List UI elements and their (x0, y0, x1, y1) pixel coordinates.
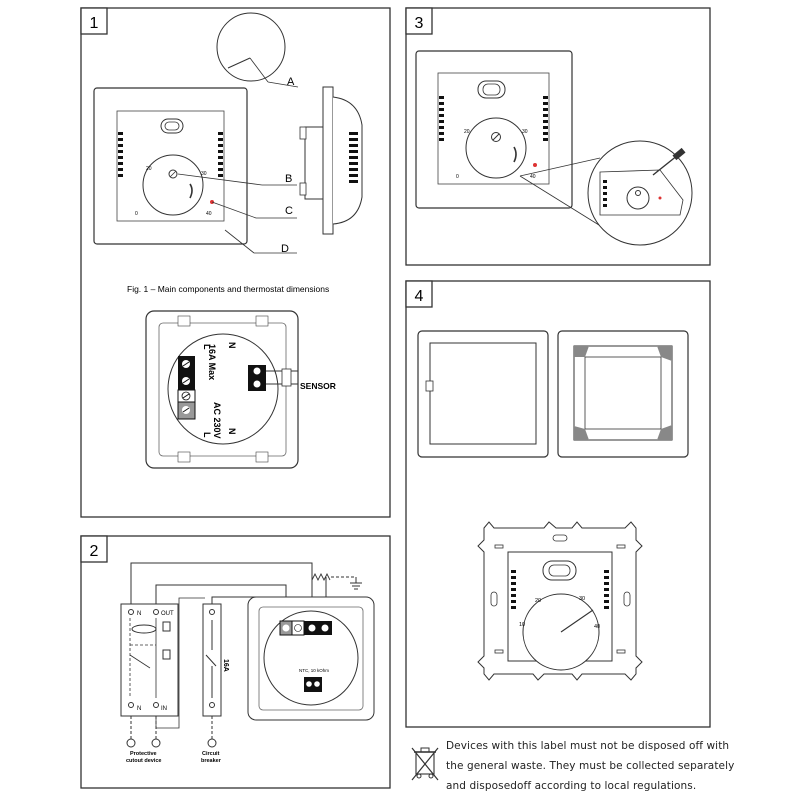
wiring-diagram: N 16A Max L AC 230V N L SENSOR (145, 310, 336, 469)
breaker-rating: 16A (222, 659, 229, 672)
wiring-label-n-top: N (227, 342, 237, 349)
p4-dial-10: 10 (519, 622, 525, 628)
thermostat-back-wiring: NTC, 10 kOhm (247, 596, 375, 721)
panel-2-number: 2 (90, 543, 99, 560)
callout-a: A (287, 76, 295, 88)
protective-label: Protective (130, 751, 157, 757)
panel-4-number: 4 (415, 288, 424, 305)
wiring-label-ac: AC 230V (212, 402, 222, 439)
temperature-dial (142, 154, 204, 216)
wiring-label-max: 16A Max (207, 344, 217, 380)
screwdriver-icon (652, 154, 679, 176)
wiring-label-n-bottom: N (227, 428, 237, 435)
disposal-note-line-1: Devices with this label must not be disp… (446, 740, 730, 752)
panel-1: 1 A 20 30 0 40 B C D (80, 7, 391, 518)
panel-3: 3 20 30 0 40 (405, 7, 711, 266)
cutout-n-top: N (137, 611, 141, 617)
p4-dial-30: 30 (579, 596, 585, 602)
protective-cutout-device: N OUT N IN Protective cutout device (120, 603, 179, 764)
thermostat-side-view (299, 86, 363, 235)
cutout-label: cutout device (126, 758, 161, 764)
breaker-label: breaker (201, 758, 222, 764)
cutout-n-bottom: N (137, 706, 141, 712)
sensor-label: SENSOR (300, 381, 336, 391)
wiring-label-l-top: L (202, 344, 212, 350)
dial-label-20: 20 (146, 166, 152, 172)
cutout-in: IN (161, 706, 167, 712)
callout-c: C (285, 205, 293, 217)
panel-4: 4 20 (405, 280, 711, 728)
p3-dial-20: 20 (464, 129, 470, 135)
wiring-label-l-bottom: L (202, 432, 212, 438)
disposal-note-line-3: and disposedoff according to local regul… (446, 780, 697, 792)
p3-dial-0: 0 (456, 174, 459, 180)
ntc-label: NTC, 10 kOhm (299, 668, 329, 673)
dial-label-40: 40 (206, 211, 212, 217)
dial-label-0: 0 (135, 211, 138, 217)
disposal-note-line-2: the general waste. They must be collecte… (446, 760, 735, 772)
circuit-label: Circuit (202, 751, 220, 757)
weee-bin-icon (411, 747, 439, 781)
detail-circle-a (216, 12, 286, 82)
p3-dial-30: 30 (522, 129, 528, 135)
callout-d: D (281, 243, 289, 255)
dial-label-30: 30 (201, 171, 207, 177)
p3-dial-40: 40 (530, 174, 536, 180)
temperature-dial-p3 (465, 117, 527, 179)
panel-3-number: 3 (415, 15, 424, 32)
mounting-plate: 20 30 10 40 (477, 521, 643, 681)
fig1-caption: Fig. 1 – Main components and thermostat … (127, 284, 329, 294)
disposal-note: Devices with this label must not be disp… (446, 736, 735, 796)
cutout-out: OUT (161, 611, 174, 617)
panel-2: 2 N OUT N IN Protective cutout device (80, 535, 391, 789)
panel-1-number: 1 (90, 15, 99, 32)
p4-dial-20: 20 (535, 598, 541, 604)
circuit-breaker: 16A Circuit breaker (201, 603, 229, 764)
p4-dial-40: 40 (594, 624, 600, 630)
callout-b: B (285, 173, 292, 185)
